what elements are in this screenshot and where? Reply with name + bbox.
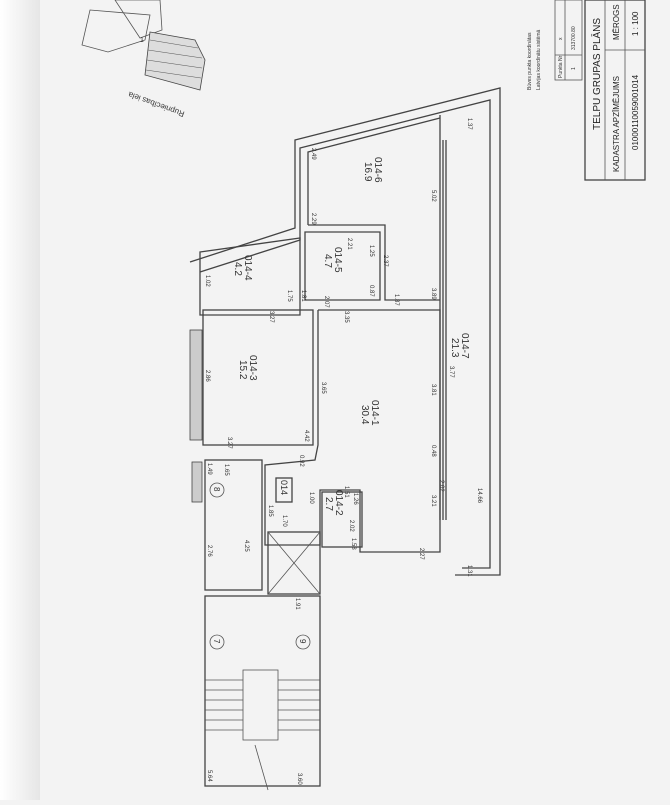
svg-text:15.2: 15.2 xyxy=(237,360,248,380)
dimension-label: 0.92 xyxy=(298,455,304,467)
site-sketch: 1 Rupniecības iela xyxy=(81,0,206,119)
dimension-label: 3.65 xyxy=(320,382,326,394)
scale-label: MĒROGS xyxy=(612,4,621,40)
dimension-label: 2.02 xyxy=(438,480,444,492)
row-x: 313700.80 xyxy=(571,26,577,50)
dimension-label: 0.87 xyxy=(368,285,374,297)
dimension-label: 1.02 xyxy=(204,275,210,287)
dimension-label: 2.07 xyxy=(323,296,329,308)
dimension-label: 5.02 xyxy=(430,190,436,202)
scale-value: 1 : 100 xyxy=(631,11,640,36)
group-label: 014 xyxy=(279,480,289,495)
room-014-1: 014-130.4 xyxy=(359,400,380,426)
dimension-label: 1.87 xyxy=(393,294,399,306)
coord-caption-1: Būves punkta koordinātas xyxy=(527,32,533,90)
coord-caption-2: Latvijas koordinātu sistēmā xyxy=(536,29,542,90)
dimension-label: 1.51 xyxy=(343,486,349,498)
dimension-label: 1.49 xyxy=(206,463,212,475)
svg-text:014-6: 014-6 xyxy=(372,157,383,183)
dimension-label: 1.58 xyxy=(350,538,356,550)
dimension-label: 3.89 xyxy=(430,288,436,300)
svg-text:014-3: 014-3 xyxy=(247,355,258,381)
dimension-label: 1.85 xyxy=(267,505,273,517)
room-014-2: 014-22.7 xyxy=(323,490,344,516)
title-block: TELPU GRUPAS PLĀNS KADASTRA APZĪMĒJUMS M… xyxy=(527,0,646,181)
street-name: Rupniecības iela xyxy=(127,90,186,119)
dimension-label: 3.27 xyxy=(268,311,274,323)
room-014-4: 014-44.2 xyxy=(232,255,253,281)
stair-markers: 8 7 9 xyxy=(209,482,311,650)
dimension-label: 14.66 xyxy=(476,488,482,504)
dimension-label: 2.76 xyxy=(206,545,212,557)
dimension-label: 2.86 xyxy=(204,370,210,382)
dimension-label: 4.25 xyxy=(243,540,249,552)
dimension-label: 3.27 xyxy=(226,437,232,449)
dimension-label: 1.00 xyxy=(308,492,314,504)
svg-text:4.2: 4.2 xyxy=(232,262,243,276)
svg-text:014-7: 014-7 xyxy=(459,333,470,359)
marker-9: 9 xyxy=(298,639,307,644)
dimension-label: 2.49 xyxy=(310,148,316,160)
svg-text:014-2: 014-2 xyxy=(333,490,344,516)
scan-edge-shadow xyxy=(0,0,40,800)
cadastre-label: KADASTRA APZĪMĒJUMS xyxy=(612,76,621,172)
svg-text:014-4: 014-4 xyxy=(242,255,253,281)
room-014-7: 014-721.3 xyxy=(449,333,470,359)
dimension-label: 1.31 xyxy=(466,565,472,577)
dimension-label: 2.29 xyxy=(310,213,316,225)
dimension-label: 3.35 xyxy=(343,311,349,323)
svg-text:30.4: 30.4 xyxy=(359,405,370,425)
svg-text:16.9: 16.9 xyxy=(362,162,373,182)
dimension-label: 1.37 xyxy=(466,118,472,130)
dimension-label: 2.02 xyxy=(348,520,354,532)
dimension-label: 0.48 xyxy=(430,445,436,457)
dimension-label: 1.91 xyxy=(294,598,300,610)
room-014-3: 014-315.2 xyxy=(237,355,258,381)
dimension-label: 5.64 xyxy=(206,770,212,782)
dimension-label: 1.75 xyxy=(286,290,292,302)
svg-text:2.7: 2.7 xyxy=(323,497,334,511)
dimension-label: 1.70 xyxy=(281,515,287,527)
dimension-label: 1.26 xyxy=(352,493,358,505)
dimension-labels: 1.37 2.49 5.02 2.29 2.21 1.25 2.37 1.02 1.75 1.81… xyxy=(204,118,482,785)
svg-text:014-1: 014-1 xyxy=(369,400,380,426)
svg-text:21.3: 21.3 xyxy=(449,338,460,358)
dimension-label: 3.81 xyxy=(430,384,436,396)
plot-mark: 1 xyxy=(140,37,144,44)
dimension-label: 4.42 xyxy=(303,430,309,442)
room-014-5: 014-54.7 xyxy=(322,247,343,273)
dimension-label: 2.27 xyxy=(418,548,424,560)
col-x: x xyxy=(558,37,564,40)
dimension-label: 1.25 xyxy=(368,245,374,257)
room-014-6: 014-616.9 xyxy=(362,157,383,183)
dimension-label: 1.65 xyxy=(223,464,229,476)
marker-8: 8 xyxy=(212,487,221,492)
dimension-label: 1.81 xyxy=(300,290,306,302)
room-labels: 014-130.4 014-22.7 014-315.2 014-44.2 01… xyxy=(232,157,470,516)
dimension-label: 2.21 xyxy=(346,238,352,250)
dimension-label: 2.37 xyxy=(382,255,388,267)
col-point: Punkta Nr xyxy=(558,55,564,78)
dimension-label: 3.77 xyxy=(448,366,454,378)
dimension-label: 3.60 xyxy=(296,773,302,785)
row-point: 1 xyxy=(571,67,577,70)
plan-title: TELPU GRUPAS PLĀNS xyxy=(591,18,603,130)
dimension-label: 3.21 xyxy=(430,495,436,507)
marker-7: 7 xyxy=(212,639,221,644)
svg-text:014-5: 014-5 xyxy=(332,247,343,273)
cadastre-number: 01000110059001014 xyxy=(631,74,640,150)
svg-text:4.7: 4.7 xyxy=(322,254,333,268)
walls xyxy=(189,87,501,791)
